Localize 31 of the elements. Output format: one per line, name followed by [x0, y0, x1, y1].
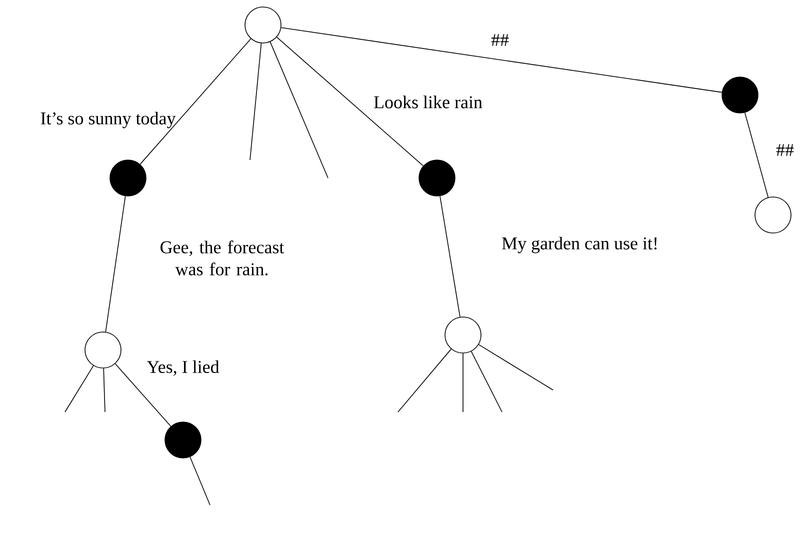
- tree-node: [84, 332, 122, 368]
- edge-line: [478, 344, 554, 390]
- edge-label: Gee, the forecast was for rain.: [160, 240, 284, 276]
- edge-line: [440, 196, 460, 318]
- edge-line: [103, 368, 106, 412]
- edge-label: Yes, I lied: [146, 360, 220, 376]
- tree-node: [244, 6, 282, 44]
- edge-line: [250, 42, 262, 160]
- filled-node: [722, 76, 758, 114]
- edge-line: [64, 365, 94, 412]
- edge-line: [462, 353, 464, 412]
- edge-line: [398, 348, 452, 412]
- edge-label: Looks like rain: [374, 96, 482, 108]
- edge-line: [744, 112, 769, 198]
- edge-line: [276, 36, 424, 166]
- edge-line: [280, 27, 722, 93]
- edge-label: ##: [491, 34, 509, 46]
- edge-line: [105, 196, 126, 332]
- filled-node: [110, 160, 146, 196]
- edge-line: [140, 38, 252, 165]
- edge-line: [190, 456, 210, 506]
- edge-label: ##: [776, 144, 794, 156]
- edge-line: [470, 351, 502, 412]
- tree-node: [754, 196, 792, 234]
- edge-line: [270, 42, 328, 178]
- tree-node: [444, 316, 482, 354]
- filled-node: [164, 422, 202, 458]
- edge-label: It’s so sunny today: [40, 112, 176, 128]
- edge-line: [114, 363, 172, 427]
- edge-label: My garden can use it!: [502, 236, 657, 254]
- filled-node: [418, 160, 456, 196]
